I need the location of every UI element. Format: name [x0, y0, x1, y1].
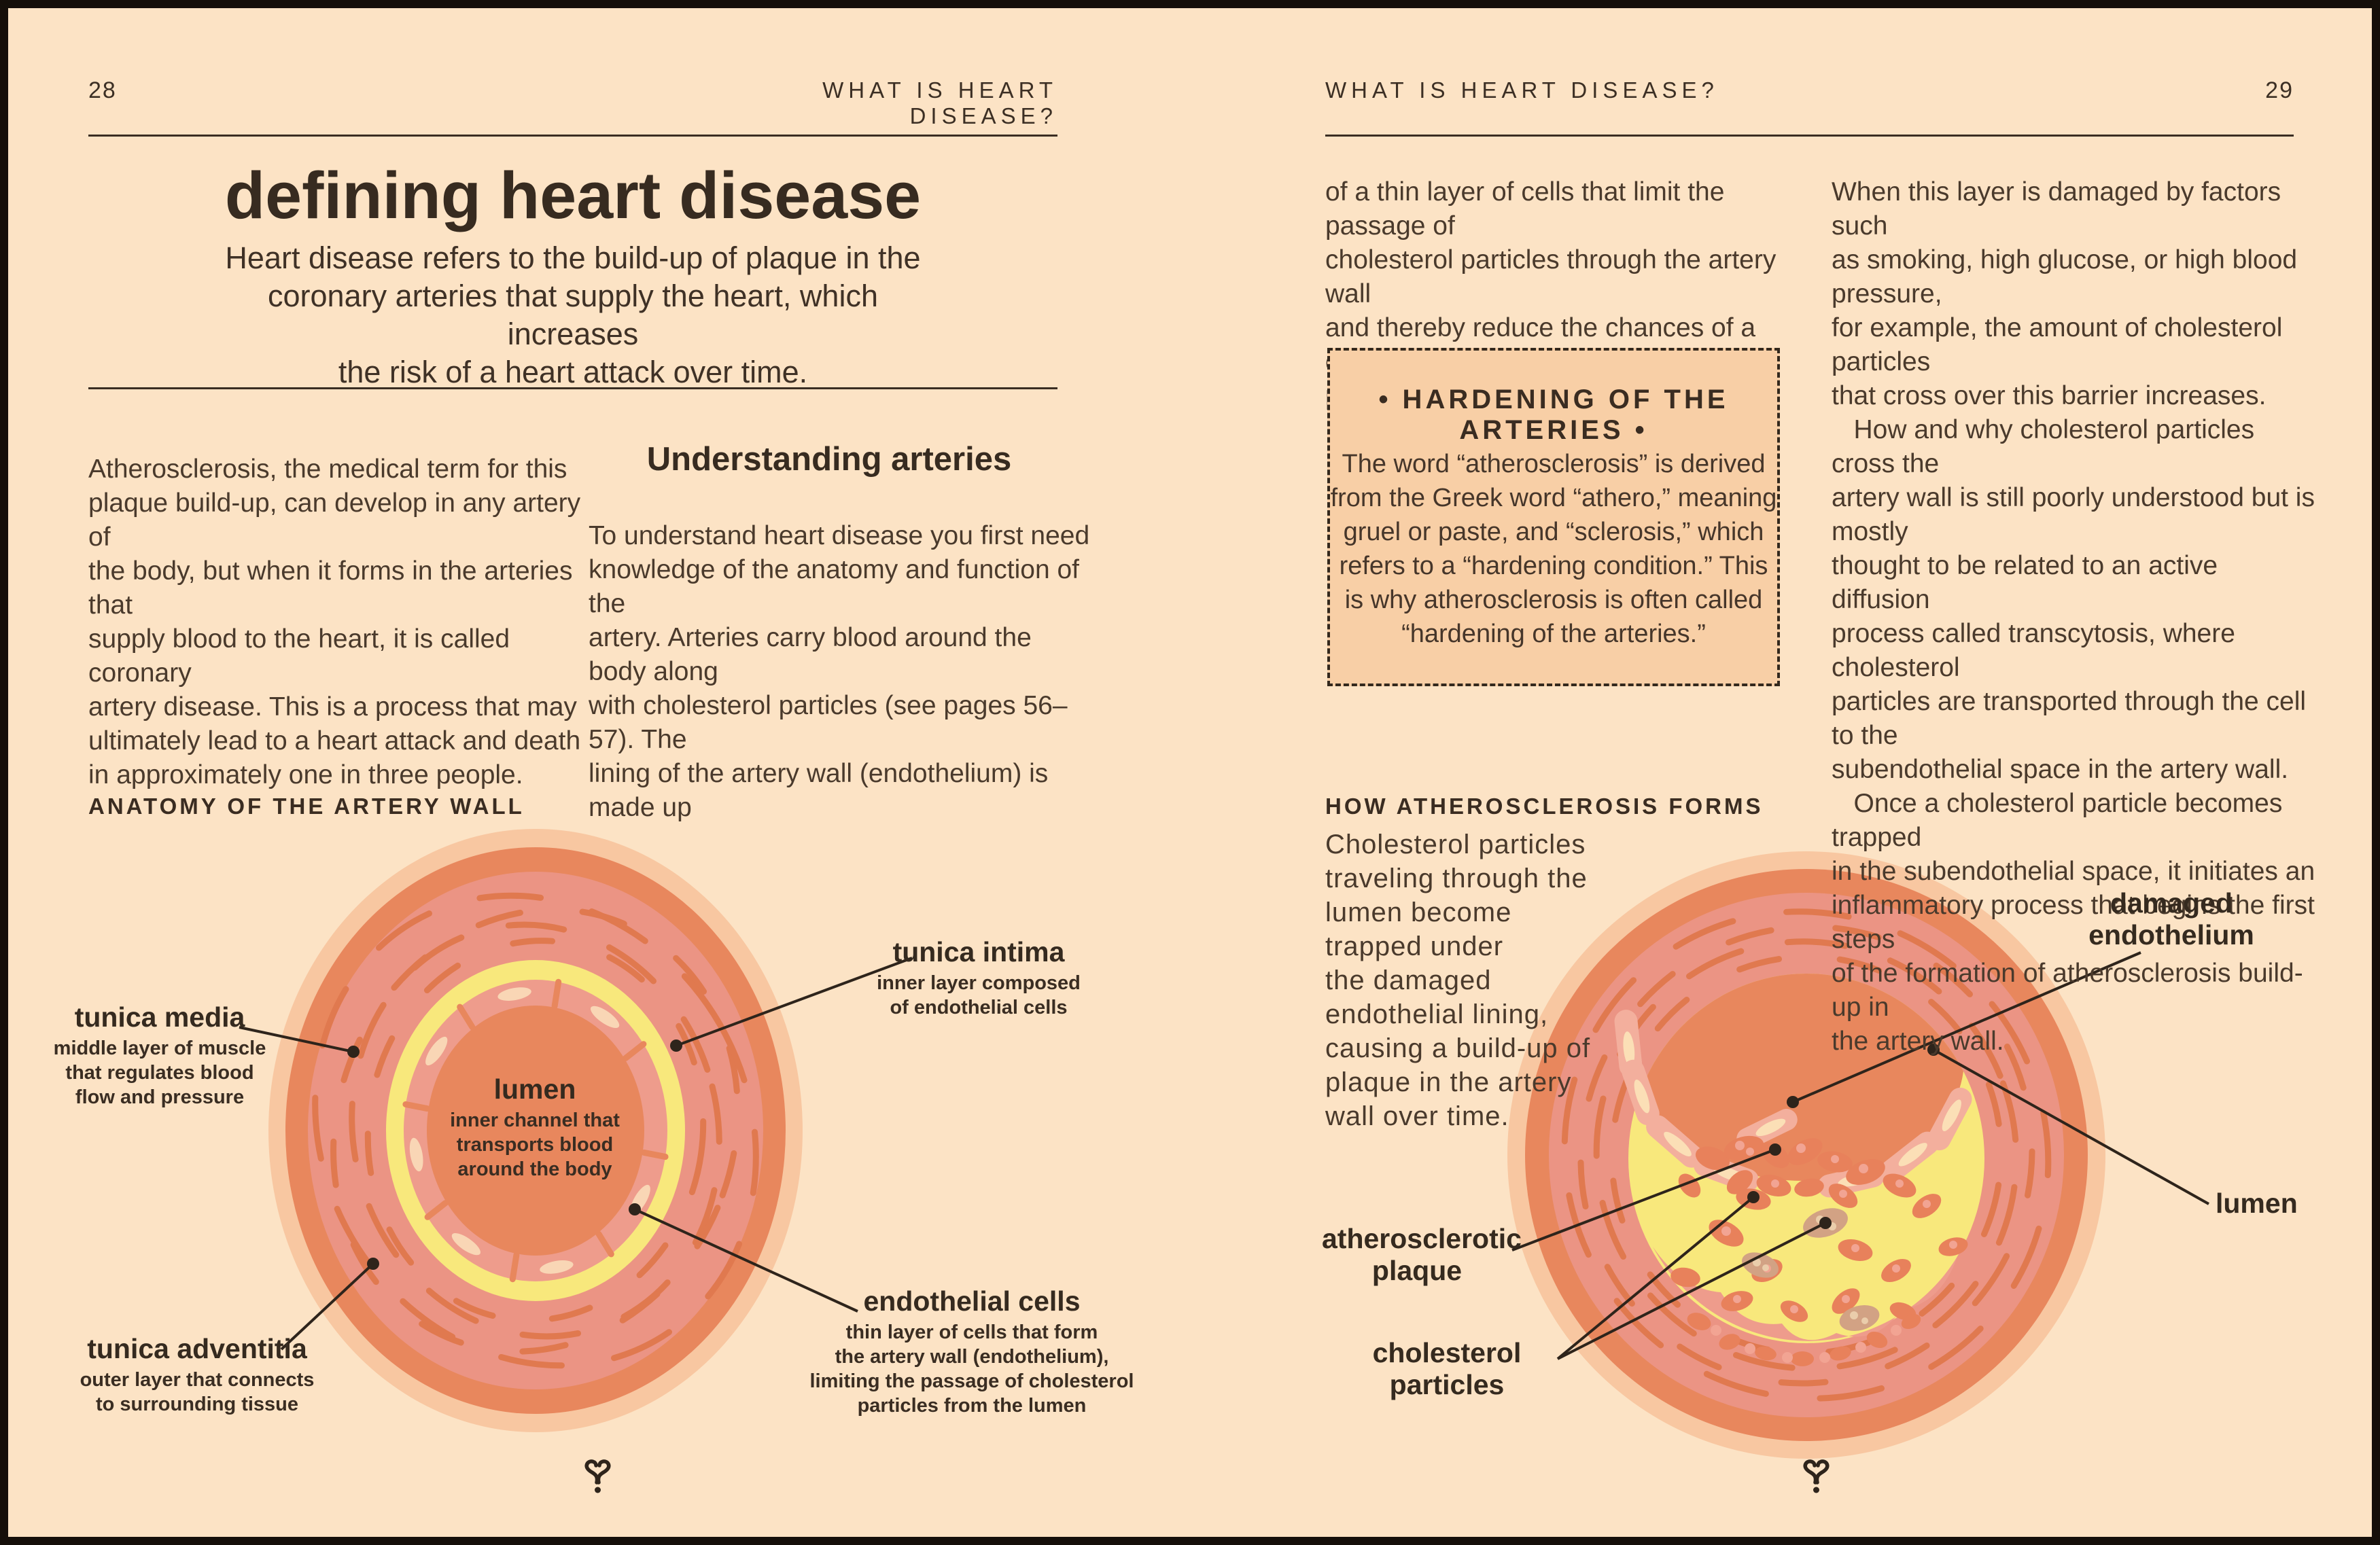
label-desc: inner layer composed of endothelial cell…	[877, 972, 1081, 1018]
label-title: damaged endothelium	[2088, 887, 2254, 951]
running-head-left: WHAT IS HEART DISEASE?	[822, 77, 1057, 128]
label-title: tunica adventitia	[87, 1333, 307, 1364]
running-head-right: WHAT IS HEART DISEASE?	[1325, 77, 1719, 103]
label-desc: middle layer of muscle that regulates bl…	[53, 1037, 266, 1108]
label-tunica-media: tunica media middle layer of muscle that…	[41, 1001, 279, 1109]
intro-paragraph: Atherosclerosis, the medical term for th…	[88, 455, 581, 789]
page-number-left: 28	[88, 77, 117, 103]
callout-body: The word “atherosclerosis” is derived fr…	[1330, 450, 1777, 648]
label-lumen-right: lumen	[2216, 1188, 2365, 1220]
divider	[88, 135, 1057, 137]
callout-title: • HARDENING OF THE ARTERIES •	[1378, 385, 1729, 445]
label-title: cholesterol particles	[1372, 1337, 1529, 1400]
label-damaged-endothelium: damaged endothelium	[2066, 887, 2277, 951]
heart-question-icon	[584, 1459, 1830, 1493]
diagram-intro-right: Cholesterol particles traveling through …	[1325, 830, 1591, 1131]
artery-cross-section-atherosclerosis	[1507, 851, 2105, 1459]
diagram-title-right: HOW ATHEROSCLEROSIS FORMS	[1325, 794, 1764, 819]
label-title: tunica media	[74, 1001, 245, 1033]
label-desc: inner channel that transports blood arou…	[450, 1109, 620, 1180]
divider	[1325, 135, 2294, 137]
label-title: tunica intima	[892, 936, 1065, 967]
label-title: atherosclerotic plaque	[1322, 1223, 1522, 1286]
label-title: lumen	[2216, 1188, 2298, 1219]
page-number-right: 29	[2265, 77, 2294, 103]
label-tunica-adventitia: tunica adventitia outer layer that conne…	[61, 1333, 333, 1417]
label-desc: thin layer of cells that form the artery…	[809, 1321, 1134, 1417]
label-endothelial-cells: endothelial cells thin layer of cells th…	[802, 1285, 1142, 1418]
label-title: endothelial cells	[863, 1285, 1081, 1317]
artery-cross-section-healthy	[268, 829, 803, 1432]
right-column-2: When this layer is damaged by factors su…	[1832, 177, 2315, 1056]
leader-dots	[347, 1040, 1940, 1270]
label-atherosclerotic-plaque: atherosclerotic plaque	[1322, 1223, 1522, 1287]
page-title: defining heart disease	[224, 158, 922, 232]
label-desc: outer layer that connects to surrounding…	[80, 1369, 315, 1415]
label-lumen: lumen inner channel that transports bloo…	[433, 1073, 637, 1182]
hardening-callout-box: • HARDENING OF THE ARTERIES • The word “…	[1327, 348, 1780, 686]
leader-lines	[239, 951, 2209, 1360]
label-cholesterol-particles: cholesterol particles	[1325, 1337, 1569, 1401]
section-paragraph: To understand heart disease you first ne…	[589, 521, 1090, 822]
page-subtitle: Heart disease refers to the build-up of …	[225, 241, 921, 389]
label-title: lumen	[493, 1073, 576, 1105]
section-heading: Understanding arteries	[646, 441, 1012, 478]
divider	[88, 387, 1057, 389]
diagram-title-left: ANATOMY OF THE ARTERY WALL	[88, 794, 525, 819]
label-tunica-intima: tunica intima inner layer composed of en…	[853, 936, 1104, 1020]
